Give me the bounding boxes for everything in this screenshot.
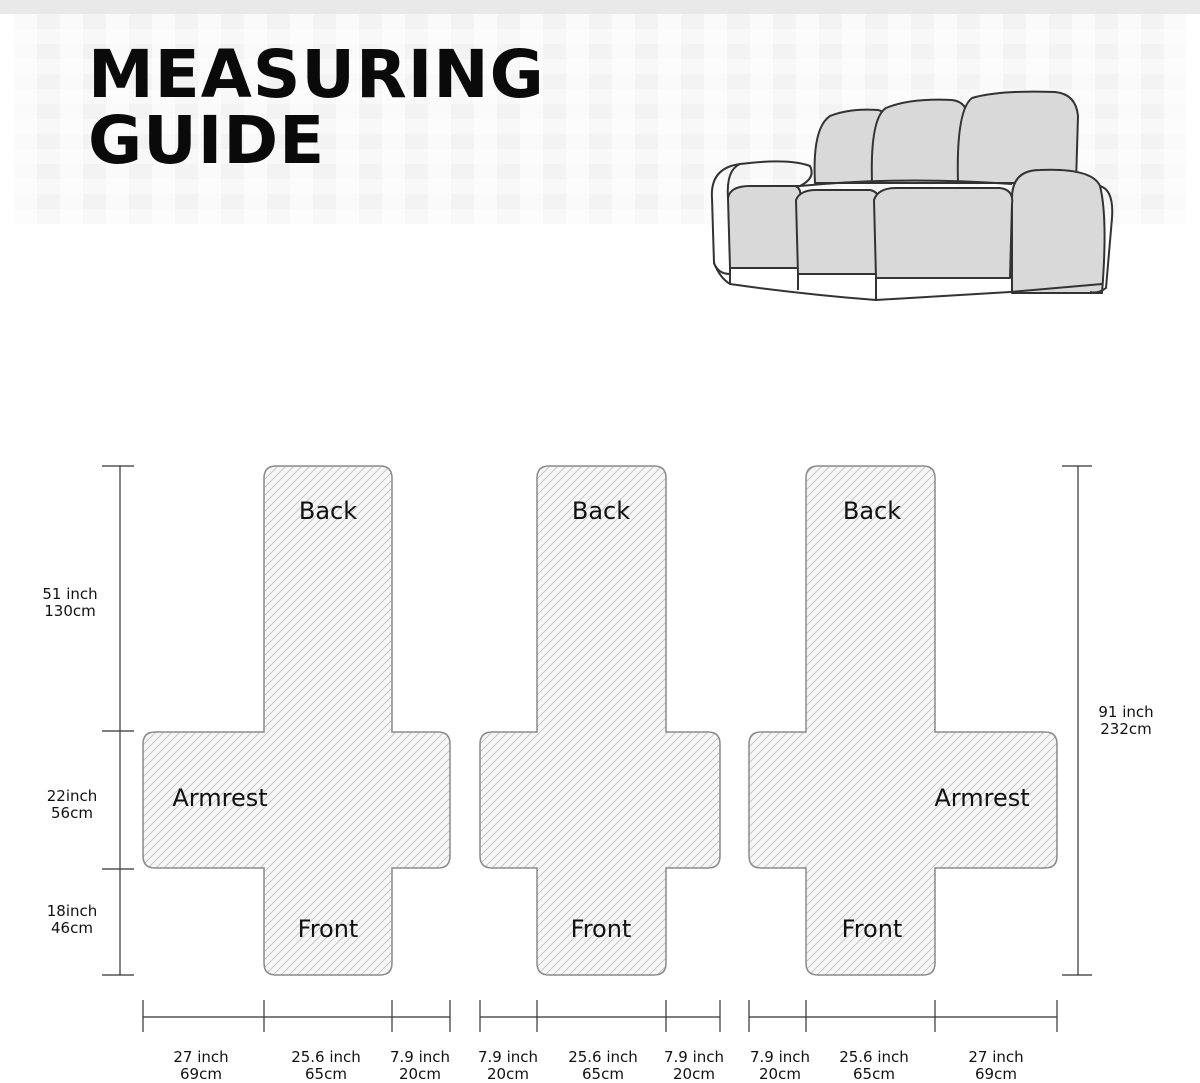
piece-3-back-label: Back: [842, 497, 902, 525]
bottom-dim-7-cm: 20cm: [759, 1065, 801, 1083]
total-length-cm: 232cm: [1100, 720, 1152, 738]
bottom-dim-8: 25.6 inch 65cm: [824, 1049, 924, 1083]
seat-length-cm: 56cm: [51, 804, 93, 822]
seat-length-label: 22inch 56cm: [32, 788, 112, 822]
cover-piece-middle: [479, 465, 721, 976]
bottom-dim-7-inch: 7.9 inch: [749, 1048, 811, 1066]
bottom-dim-5: 25.6 inch 65cm: [553, 1049, 653, 1083]
bottom-dim-2-inch: 25.6 inch: [291, 1048, 361, 1066]
bottom-dim-1-inch: 27 inch: [173, 1048, 229, 1066]
right-dimension-line: [1062, 465, 1092, 976]
bottom-dim-4-inch: 7.9 inch: [477, 1048, 539, 1066]
cover-piece-right: [748, 465, 1058, 976]
bottom-dim-9-inch: 27 inch: [968, 1048, 1024, 1066]
left-dimension-line: [102, 465, 134, 976]
bottom-dim-7: 7.9 inch 20cm: [740, 1049, 820, 1083]
total-length-inch: 91 inch: [1098, 703, 1154, 721]
bottom-dim-5-inch: 25.6 inch: [568, 1048, 638, 1066]
bottom-dim-4-cm: 20cm: [487, 1065, 529, 1083]
bottom-dim-3-inch: 7.9 inch: [389, 1048, 451, 1066]
back-cushion-right: [956, 90, 1079, 184]
bottom-dim-4: 7.9 inch 20cm: [468, 1049, 548, 1083]
page-title: MEASURING GUIDE: [88, 42, 545, 174]
piece-1-back-label: Back: [298, 497, 358, 525]
seat-right: [873, 187, 1014, 279]
title-line-2: GUIDE: [88, 102, 326, 179]
armrest-right: [1011, 168, 1106, 294]
back-length-inch: 51 inch: [42, 585, 98, 603]
front-length-cm: 46cm: [51, 919, 93, 937]
piece-1-armrest-label: Armrest: [172, 784, 268, 812]
front-length-label: 18inch 46cm: [32, 903, 112, 937]
bottom-dim-1-cm: 69cm: [180, 1065, 222, 1083]
back-length-cm: 130cm: [44, 602, 96, 620]
front-length-inch: 18inch: [46, 902, 98, 920]
bottom-dim-2: 25.6 inch 65cm: [276, 1049, 376, 1083]
cover-piece-left: [142, 465, 451, 976]
piece-3-front-label: Front: [841, 915, 903, 943]
bottom-dim-9: 27 inch 69cm: [946, 1049, 1046, 1083]
back-length-label: 51 inch 130cm: [30, 586, 110, 620]
bottom-dimension-line-3: [748, 1000, 1058, 1032]
title-line-1: MEASURING: [88, 36, 545, 113]
bottom-dimension-line-2: [479, 1000, 721, 1032]
piece-3-armrest-label: Armrest: [934, 784, 1030, 812]
top-strip: [0, 0, 1200, 14]
bottom-dim-3: 7.9 inch 20cm: [380, 1049, 460, 1083]
seat-length-inch: 22inch: [46, 787, 98, 805]
total-length-label: 91 inch 232cm: [1086, 704, 1166, 738]
piece-2-back-label: Back: [571, 497, 631, 525]
bottom-dim-3-cm: 20cm: [399, 1065, 441, 1083]
reclining-sofa-icon: [710, 90, 1114, 301]
bottom-dim-6-inch: 7.9 inch: [663, 1048, 725, 1066]
piece-1-front-label: Front: [297, 915, 359, 943]
bottom-dim-6-cm: 20cm: [673, 1065, 715, 1083]
bottom-dim-8-cm: 65cm: [853, 1065, 895, 1083]
piece-2-front-label: Front: [570, 915, 632, 943]
bottom-dim-8-inch: 25.6 inch: [839, 1048, 909, 1066]
bottom-dim-6: 7.9 inch 20cm: [654, 1049, 734, 1083]
bottom-dim-5-cm: 65cm: [582, 1065, 624, 1083]
bottom-dimension-line-1: [142, 1000, 451, 1032]
bottom-dim-2-cm: 65cm: [305, 1065, 347, 1083]
bottom-dim-9-cm: 69cm: [975, 1065, 1017, 1083]
bottom-dim-1: 27 inch 69cm: [151, 1049, 251, 1083]
